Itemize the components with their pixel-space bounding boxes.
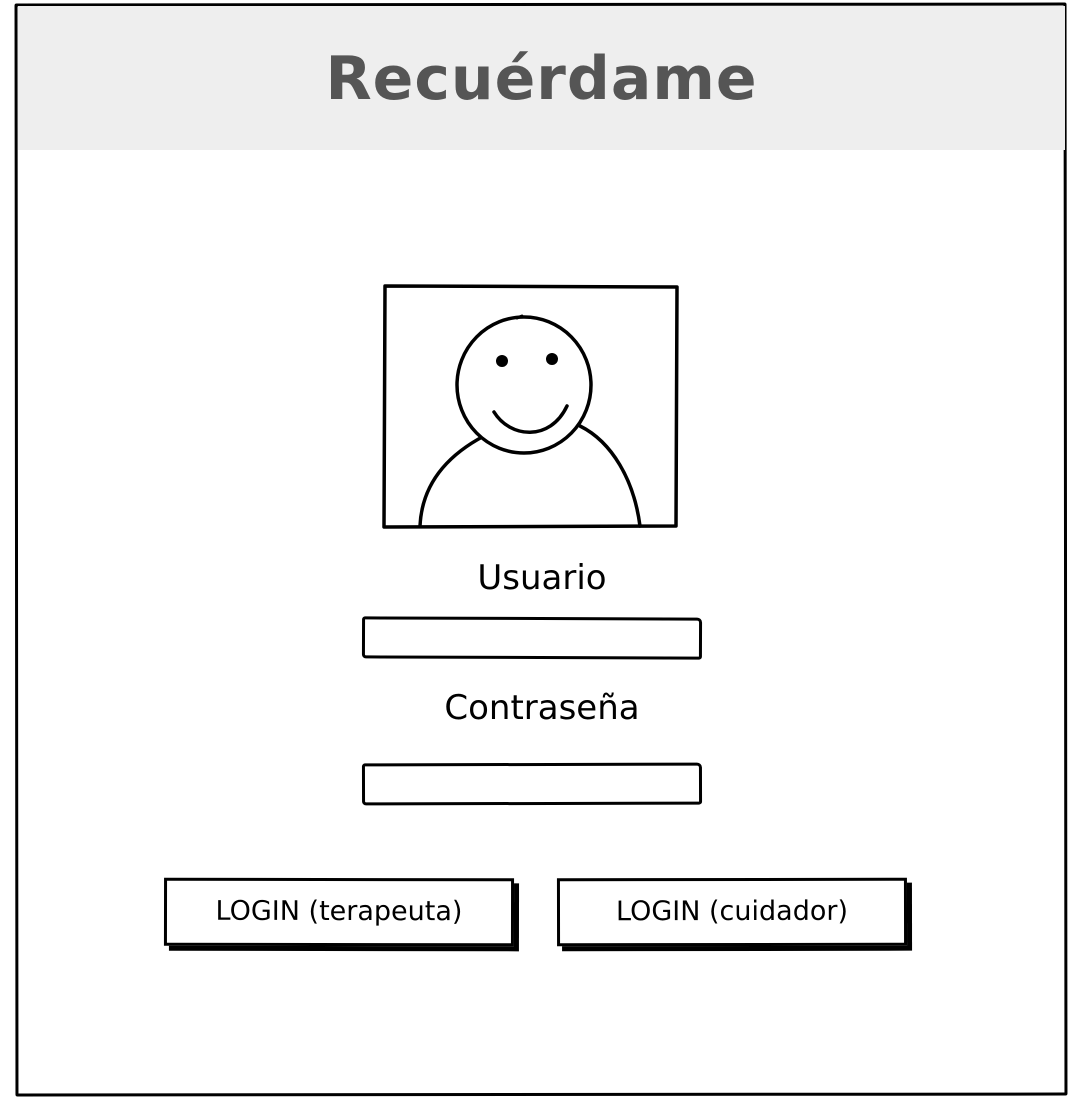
login-caregiver-button[interactable]: LOGIN (cuidador) <box>556 877 908 947</box>
header-bar: Recuérdame <box>18 6 1065 150</box>
app-title: Recuérdame <box>325 44 758 114</box>
login-therapist-button[interactable]: LOGIN (terapeuta) <box>163 877 515 947</box>
username-label: Usuario <box>477 558 607 598</box>
password-input[interactable] <box>361 762 703 806</box>
username-input[interactable] <box>361 616 703 660</box>
user-placeholder-icon <box>382 284 679 529</box>
password-label: Contraseña <box>444 688 640 728</box>
